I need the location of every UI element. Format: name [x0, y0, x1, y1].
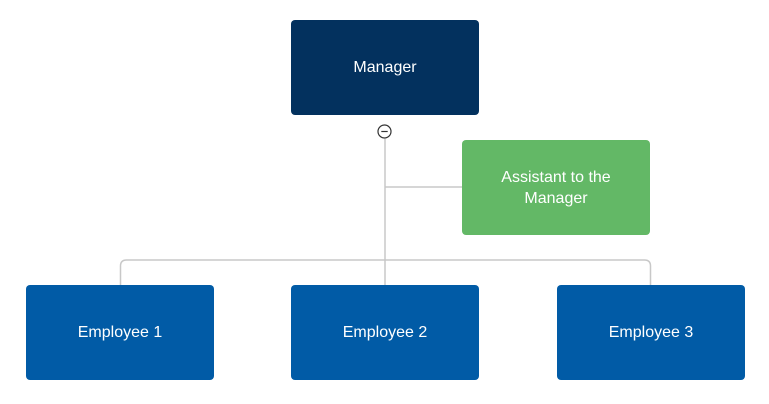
employee-node-3[interactable]: Employee 3 — [557, 285, 745, 380]
employee-node-1[interactable]: Employee 1 — [26, 285, 214, 380]
connector-employee-bus — [119, 259, 652, 285]
employee-label-1: Employee 1 — [77, 324, 163, 341]
employee-label-2: Employee 2 — [342, 324, 428, 341]
manager-label: Manager — [353, 59, 417, 76]
assistant-node[interactable]: Assistant to the Manager — [462, 140, 650, 235]
assistant-label: Assistant to the Manager — [501, 168, 611, 207]
manager-node[interactable]: Manager — [291, 20, 479, 115]
minus-circle-icon[interactable] — [377, 124, 392, 139]
employee-node-2[interactable]: Employee 2 — [291, 285, 479, 380]
employee-label-3: Employee 3 — [608, 324, 694, 341]
